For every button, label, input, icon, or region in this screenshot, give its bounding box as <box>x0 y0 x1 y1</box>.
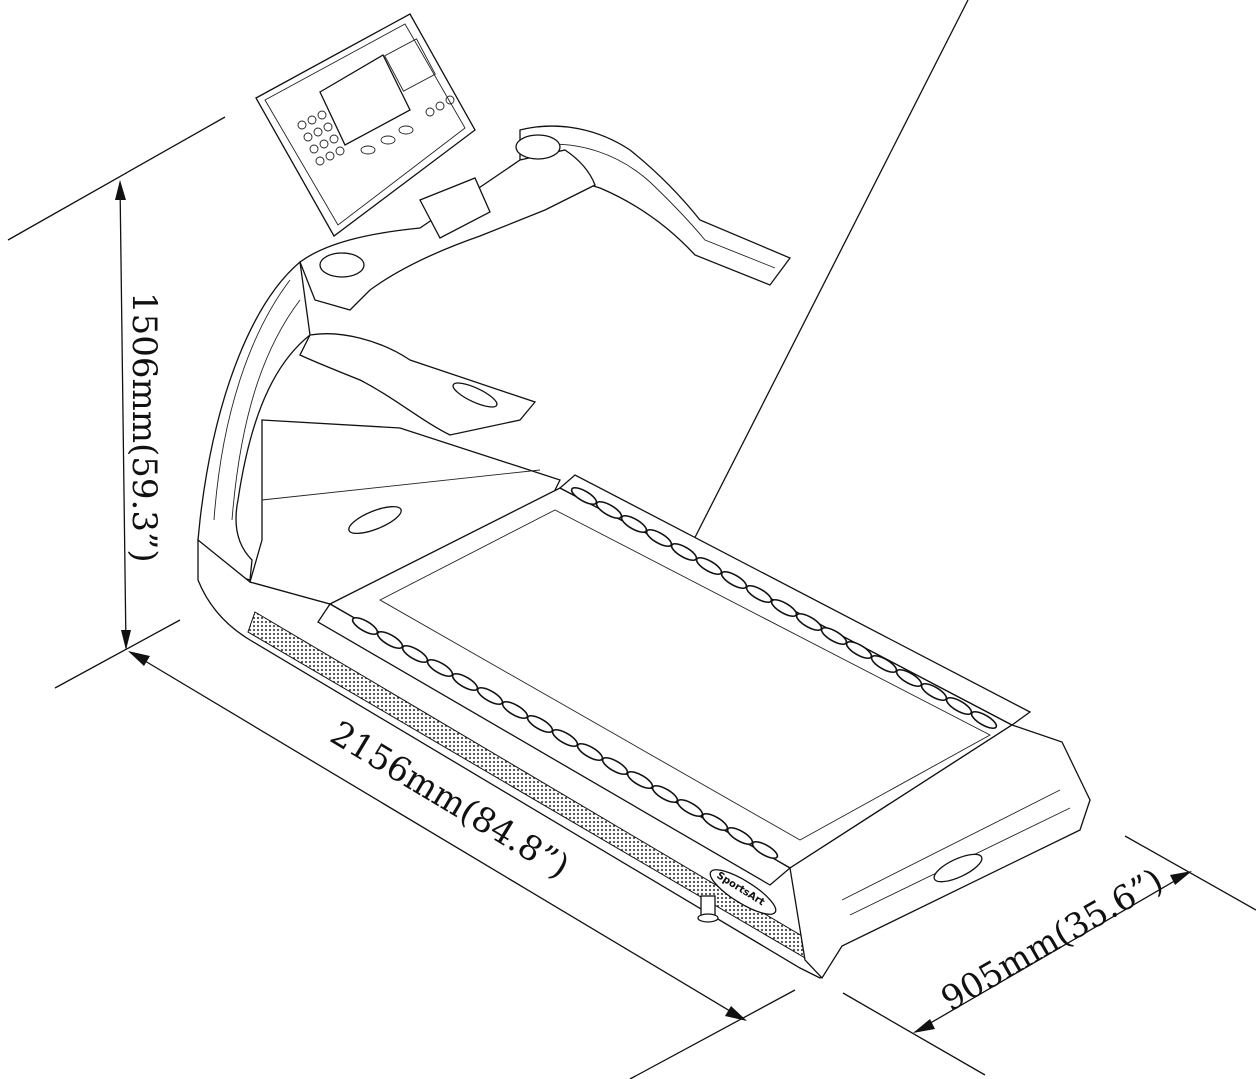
arrow-right <box>1170 871 1192 885</box>
lower-crossbar <box>299 333 537 436</box>
extension-line-right <box>1124 835 1256 911</box>
console <box>255 13 491 239</box>
extension-line-bottom <box>54 619 181 689</box>
extension-line-left <box>842 992 986 1076</box>
console-buttons <box>297 95 455 166</box>
extension-line-front <box>629 989 796 1079</box>
height-dimension-line <box>119 182 127 649</box>
arrow-top <box>115 180 126 200</box>
arrow-right <box>725 1006 747 1021</box>
width-label: 905mm(35.6”) <box>935 861 1171 1020</box>
arrow-bottom <box>121 630 131 650</box>
front-end-cap <box>789 724 1091 980</box>
treadmill: SportsArt <box>197 13 1091 980</box>
extension-line-top <box>7 116 226 241</box>
height-label: 1506mm(59.3”) <box>124 292 164 563</box>
belt-inner-edge <box>379 509 991 841</box>
cup-holder-left <box>319 252 365 278</box>
crossbar-logo-badge <box>452 382 498 408</box>
cup-holder-right <box>515 134 561 160</box>
left-rail-slots <box>351 616 779 860</box>
right-rail-slots <box>570 486 998 730</box>
right-handlebar <box>519 125 792 286</box>
hood-logo-badge <box>348 505 402 535</box>
arrow-left <box>128 651 150 666</box>
leader-line <box>651 0 969 623</box>
console-keypad <box>384 38 436 92</box>
length-dimension-line <box>129 651 746 1021</box>
front-logo-badge <box>933 853 983 883</box>
side-logo-badge <box>709 869 777 915</box>
width-dimension-line <box>914 871 1191 1033</box>
console-display <box>319 54 411 146</box>
console-center-module <box>419 177 491 239</box>
height-dimension: 1506mm(59.3”) <box>7 116 226 689</box>
arrow-left <box>913 1019 935 1033</box>
